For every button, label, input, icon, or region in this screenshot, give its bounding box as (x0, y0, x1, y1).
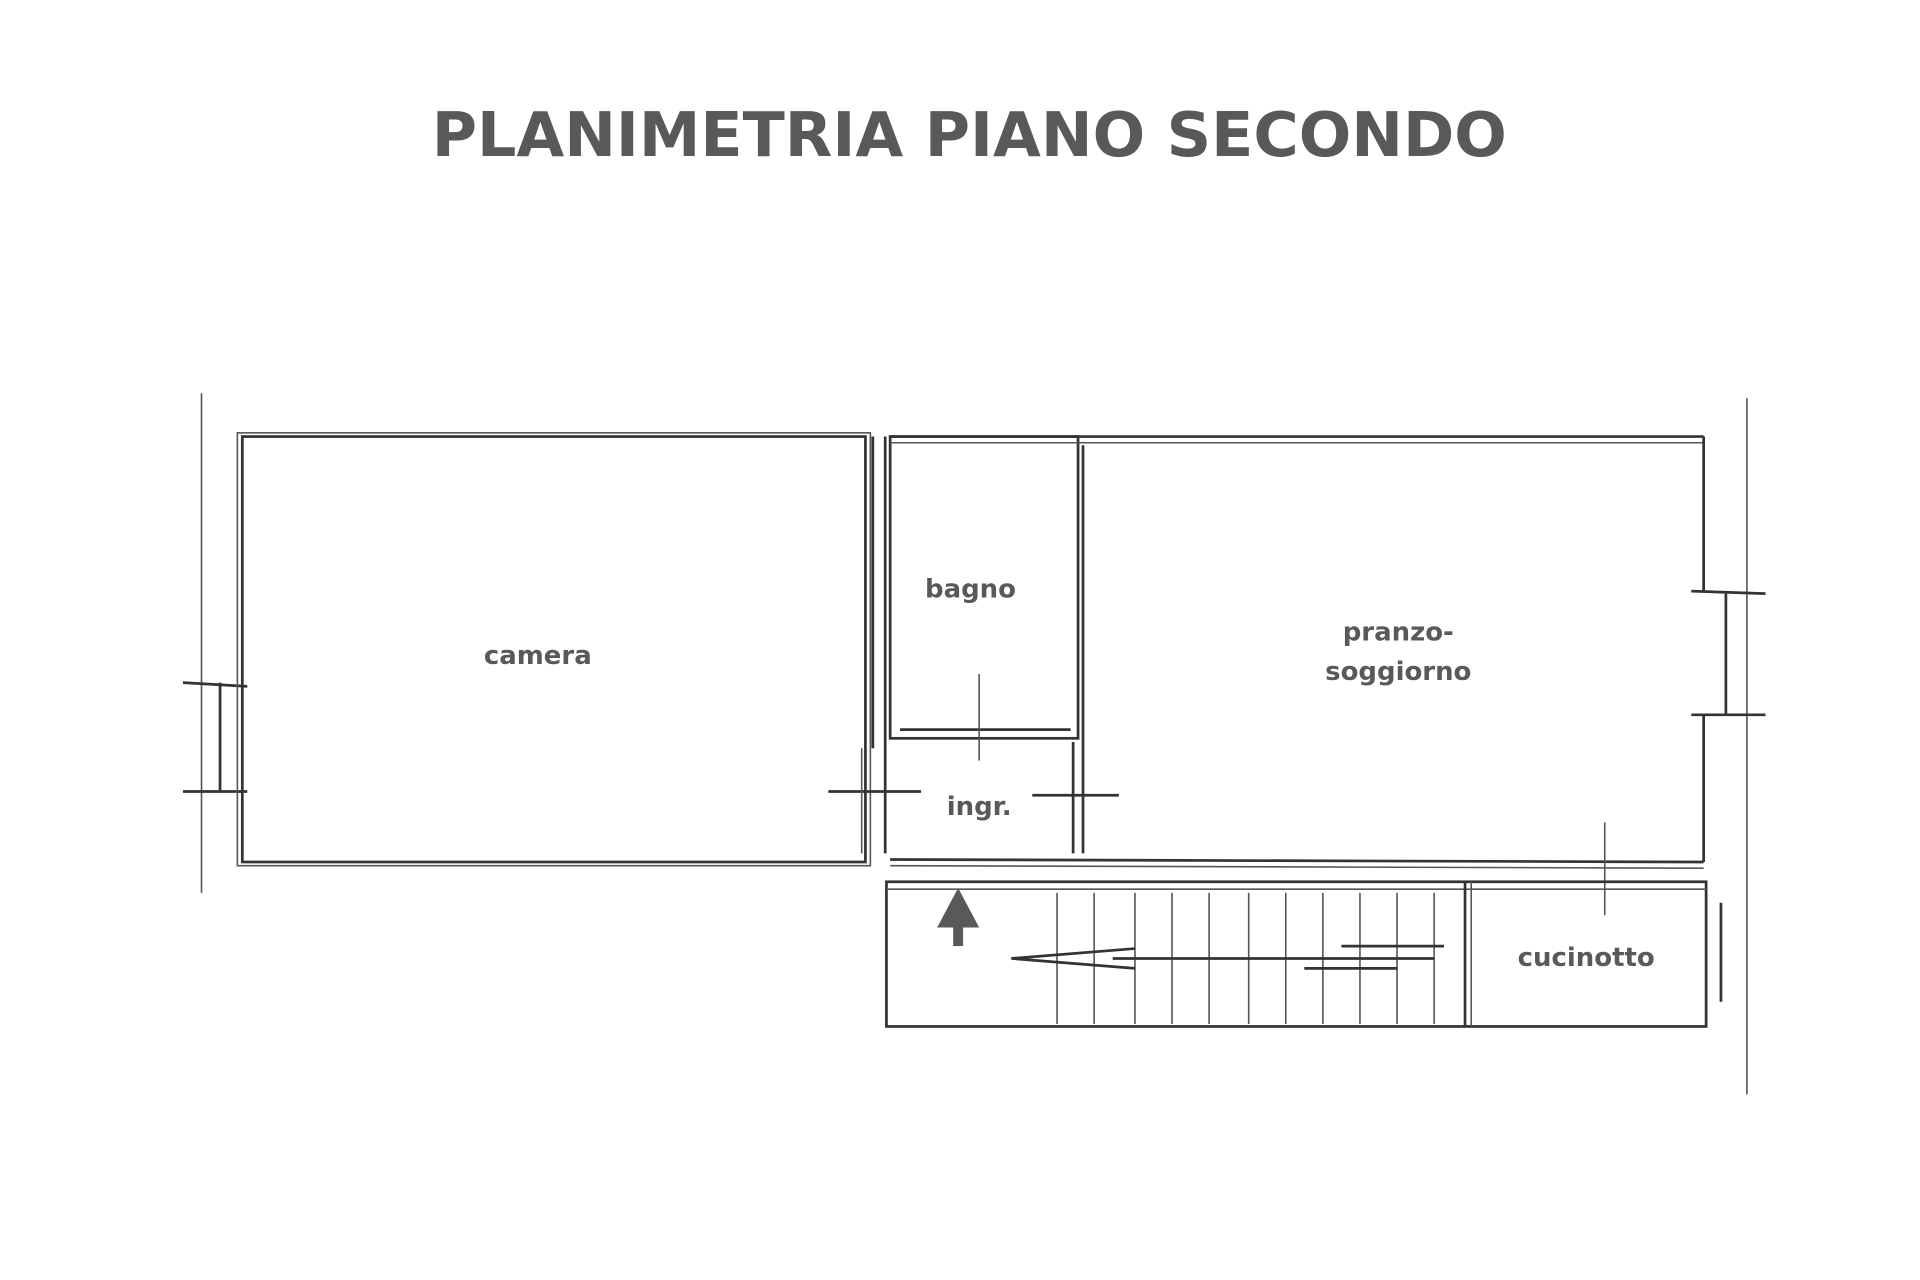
room-label-camera: camera (484, 641, 592, 671)
room-label-cucinotto: cucinotto (1518, 943, 1655, 973)
entrance-arrow-icon (937, 887, 980, 947)
room-label-bagno: bagno (925, 574, 1016, 604)
room-label-ingresso: ingr. (947, 792, 1012, 822)
stair-treads (1011, 892, 1445, 1024)
room-label-pranzo-2: soggiorno (1325, 657, 1471, 687)
room-label-pranzo-1: pranzo- (1343, 618, 1454, 648)
walls (182, 393, 1766, 1095)
plan-title: PLANIMETRIA PIANO SECONDO (432, 99, 1507, 171)
